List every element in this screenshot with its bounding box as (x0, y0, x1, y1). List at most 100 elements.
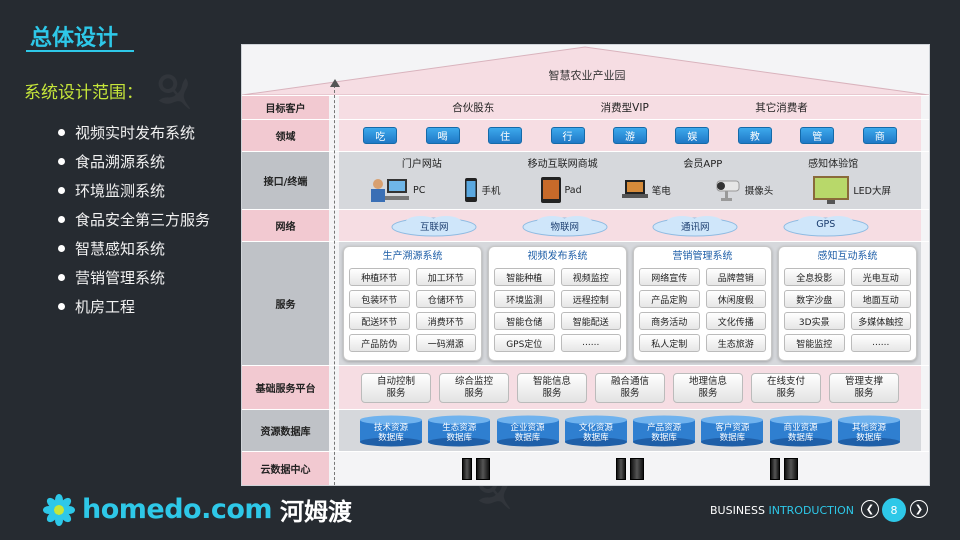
service-item: 品牌营销 (705, 268, 766, 286)
service-item: GPS定位 (494, 334, 555, 352)
service-item: 种植环节 (349, 268, 410, 286)
device-label: 手机 (481, 186, 501, 197)
network-label: GPS (816, 218, 836, 230)
platform-service-label: 自动控制 服务 (376, 375, 415, 399)
service-item: 文化传播 (705, 312, 766, 330)
domain-chip: 喝 (425, 127, 460, 144)
server-rack-icon (462, 457, 490, 480)
service-item: 地面互动 (850, 290, 911, 308)
title-underline (26, 50, 134, 52)
network-cloud: GPS (783, 215, 869, 237)
service-item: 生态旅游 (705, 334, 766, 352)
scope-item-label: 机房工程 (75, 298, 136, 316)
roof-label: 智慧农业产业园 (548, 69, 626, 82)
scope-item: 营销管理系统 (58, 263, 210, 292)
scope-item: 食品溯源系统 (58, 147, 210, 176)
server-rack-icon (770, 457, 798, 480)
service-item: 3D实景 (784, 312, 845, 330)
database-label: 产品资源 数据库 (647, 422, 682, 443)
bullet-icon (58, 187, 65, 194)
network-label: 物联网 (550, 221, 579, 233)
layer-label: 资源数据库 (242, 410, 329, 451)
layer-customers: 目标客户 合伙股东 消费型VIP 其它消费者 (242, 95, 929, 119)
database-icon (564, 415, 627, 446)
service-item: 配送环节 (349, 312, 410, 330)
logo-text: homedo.com (82, 494, 273, 525)
domain-chip: 教 (737, 127, 772, 144)
device-label: 笔电 (651, 186, 671, 197)
database-cylinder: 其他资源 数据库 (837, 415, 901, 447)
network-label: 通讯网 (680, 221, 710, 233)
layer-label: 云数据中心 (242, 452, 329, 485)
customer-item: 其它消费者 (755, 102, 808, 114)
interface-group: 门户网站 (401, 159, 442, 170)
platform-service-chip: 智能信息 服务 (517, 372, 587, 403)
bullet-icon (58, 158, 65, 165)
service-item: 多媒体触控 (850, 312, 911, 330)
platform-service-label: 在线支付 服务 (766, 375, 805, 399)
prev-slide-button[interactable]: ❮ (861, 500, 879, 518)
database-cylinder: 文化资源 数据库 (564, 415, 628, 447)
device-label: LED大屏 (853, 186, 891, 197)
platform-service-chip: 地理信息 服务 (673, 372, 743, 403)
business-label: BUSINESS (710, 504, 765, 517)
scope-item-label: 智慧感知系统 (75, 240, 166, 258)
service-item: ...... (850, 334, 911, 352)
arrow-up-icon (330, 79, 340, 87)
interface-group: 会员APP (683, 159, 723, 170)
service-item: 智能种植 (494, 268, 555, 286)
network-label: 互联网 (419, 221, 449, 233)
device-led: LED大屏 (813, 176, 891, 204)
device-pad: Pad (540, 177, 582, 203)
layer-interface: 接口/终端 门户网站 移动互联网商城 会员APP 感知体验馆 PC 手机 (242, 151, 929, 209)
customer-item: 消费型VIP (600, 102, 649, 114)
database-icon (769, 415, 832, 446)
platform-service-chip: 在线支付 服务 (751, 372, 821, 403)
service-item: 私人定制 (639, 334, 700, 352)
business-introduction: BUSINESS INTRODUCTION (710, 504, 854, 517)
database-icon (633, 415, 696, 446)
phone-icon (465, 178, 478, 202)
service-item: 加工环节 (415, 268, 476, 286)
cloud-icon (652, 215, 738, 236)
bullet-icon (58, 245, 65, 252)
scope-title: 系统设计范围： (24, 83, 143, 103)
layer-resource-db: 资源数据库 技术资源 数据库 生态资源 数据库 企业资源 数据库 文化资源 数据… (242, 409, 929, 451)
layer-data-center: 云数据中心 (242, 451, 929, 485)
interface-group: 感知体验馆 (808, 159, 859, 170)
tablet-icon (540, 177, 561, 203)
layer-body (339, 452, 921, 485)
layer-axis (334, 85, 335, 485)
slide-title: 总体设计 (30, 26, 119, 51)
domain-chip: 行 (550, 127, 585, 144)
database-label: 文化资源 数据库 (578, 422, 613, 443)
laptop-icon (621, 180, 648, 198)
scope-item: 视频实时发布系统 (58, 118, 210, 147)
domain-chip: 游 (612, 127, 647, 144)
database-icon (496, 415, 559, 446)
scope-item: 环境监测系统 (58, 176, 210, 205)
database-icon (701, 415, 764, 446)
service-system-box: 营销管理系统 网络宣传 品牌营销 产品定购 休闲度假 商务活动 文化传播 私人定… (633, 246, 772, 361)
scope-item-label: 食品安全第三方服务 (75, 211, 211, 229)
database-label: 客户资源 数据库 (715, 422, 750, 443)
platform-service-chip: 自动控制 服务 (361, 372, 431, 403)
next-slide-button[interactable]: ❯ (910, 500, 928, 518)
service-item: 产品防伪 (349, 334, 410, 352)
layer-domains: 领域 吃 喝 住 行 游 娱 教 管 商 (242, 119, 929, 151)
platform-service-chip: 融合通信 服务 (595, 372, 665, 403)
device-pc: PC (369, 177, 425, 203)
service-item: 包装环节 (349, 290, 410, 308)
bullet-icon (58, 129, 65, 136)
platform-service-chip: 综合监控 服务 (439, 372, 509, 403)
platform-service-label: 地理信息 服务 (688, 375, 727, 399)
introduction-label: INTRODUCTION (768, 504, 855, 517)
scope-item-label: 视频实时发布系统 (75, 124, 196, 142)
service-item: 仓储环节 (415, 290, 476, 308)
service-item: ...... (560, 334, 621, 352)
logo: homedo.com 河姆渡 (42, 492, 352, 527)
architecture-diagram: 智慧农业产业园 目标客户 合伙股东 消费型VIP 其它消费者 领域 吃 喝 住 … (241, 44, 930, 486)
service-item: 产品定购 (639, 290, 700, 308)
service-item: 消费环节 (415, 312, 476, 330)
database-icon (360, 415, 422, 446)
